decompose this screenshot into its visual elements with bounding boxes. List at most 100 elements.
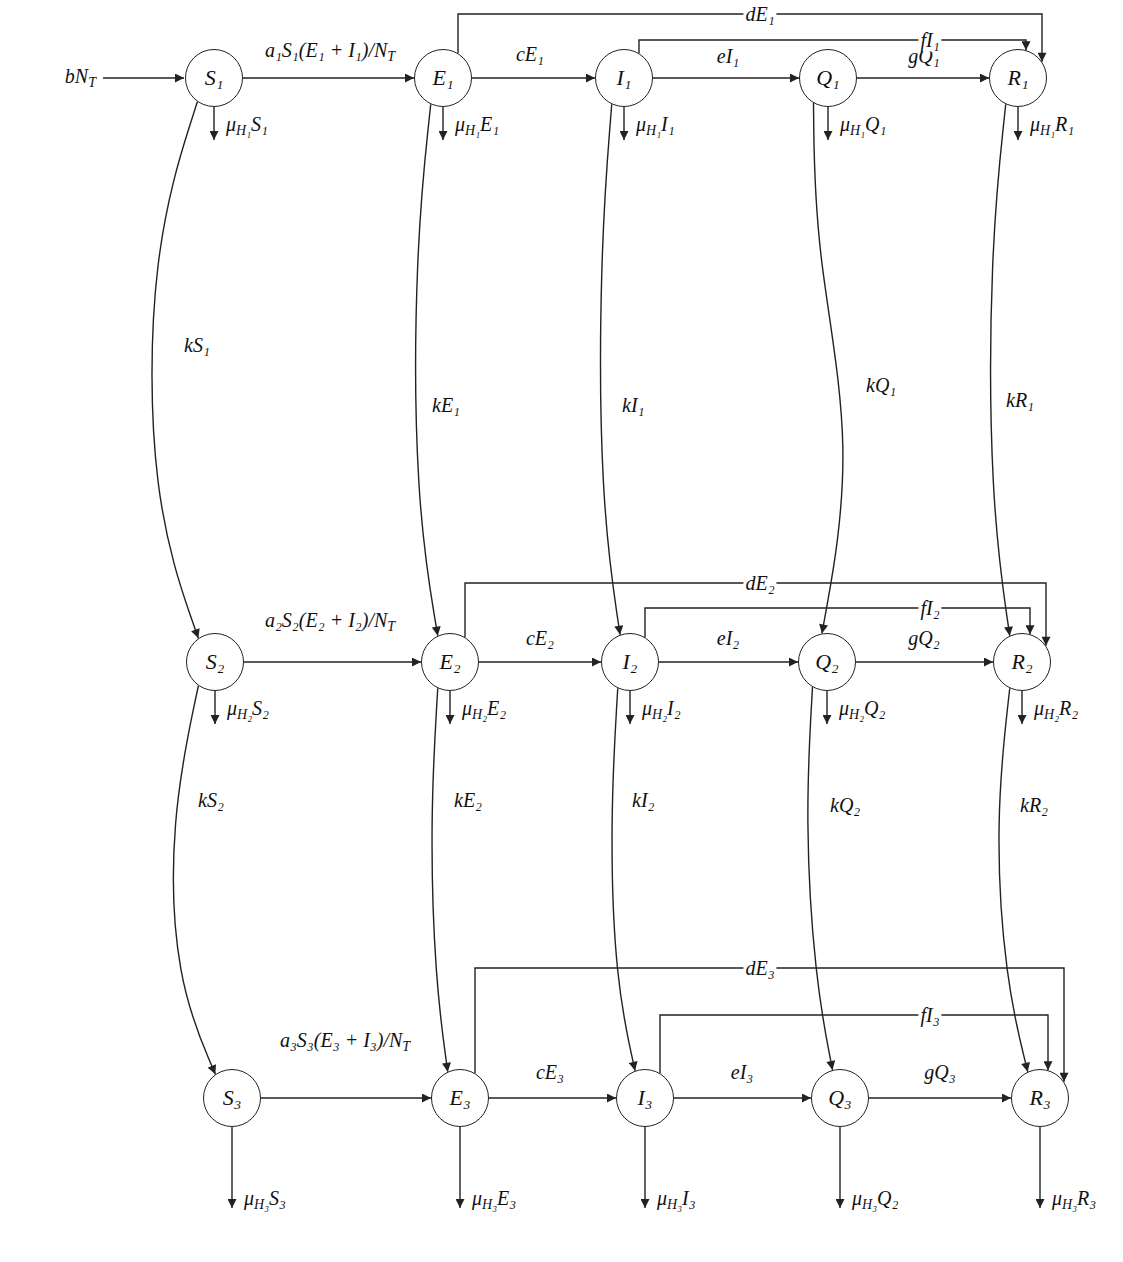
flow-arrow [489, 1097, 616, 1098]
flow-arrow [814, 103, 843, 633]
rate-label: μH₂E₂ [460, 697, 508, 723]
rate-label: kE₂ [452, 789, 484, 812]
death-arrow [1021, 691, 1022, 724]
flow-arrow [645, 608, 1030, 637]
rate-label: kS₁ [182, 334, 212, 357]
flow-arrow [991, 104, 1010, 635]
rate-label: μH₂Q₂ [837, 697, 887, 723]
rate-label: cE₂ [524, 627, 556, 650]
rate-label: kR₁ [1004, 389, 1036, 412]
flow-arrow [152, 102, 198, 638]
flow-arrow [479, 661, 601, 662]
death-arrow [231, 1127, 232, 1208]
rate-label: kS₂ [196, 789, 226, 812]
flow-arrow [416, 104, 438, 635]
rate-label: fI₂ [918, 597, 941, 620]
compartment-name: R₃ [1029, 1087, 1050, 1109]
rate-label: a₃S₃(E₃ + I₃)/NT [278, 1029, 412, 1055]
compartment-circle: Q₃ [811, 1069, 869, 1127]
compartment-circle: S₃ [203, 1069, 261, 1127]
rate-label: fI₁ [918, 29, 941, 52]
death-arrow [623, 107, 624, 140]
compartment-name: S₁ [205, 67, 224, 89]
death-arrow [442, 107, 443, 140]
rate-label: μH₃S₃ [242, 1187, 288, 1213]
compartment-circle: I₂ [601, 633, 659, 691]
rate-label: kQ₁ [864, 374, 898, 397]
rate-label: kI₁ [620, 394, 647, 417]
rate-label: gQ₃ [922, 1061, 957, 1084]
rate-label: cE₃ [534, 1061, 566, 1084]
rate-label: dE₃ [743, 957, 776, 980]
death-arrow [449, 691, 450, 724]
rate-label: μH₁Q₁ [838, 113, 888, 139]
rate-label: μH₃I₃ [655, 1187, 698, 1213]
compartment-circle: S₂ [186, 633, 244, 691]
rate-label: μH₃Q₂ [850, 1187, 900, 1213]
flow-arrow [674, 1097, 811, 1098]
rate-label: eI₃ [729, 1061, 756, 1084]
rate-label: μH₂R₂ [1032, 697, 1080, 723]
rate-label: μH₂S₂ [225, 697, 271, 723]
death-arrow [1017, 107, 1018, 140]
inflow-arrow [103, 77, 184, 78]
rate-label: μH₃E₃ [470, 1187, 518, 1213]
compartment-name: I₁ [617, 67, 632, 89]
flow-arrow [659, 661, 798, 662]
flow-arrow [243, 77, 414, 78]
compartment-circle: S₁ [185, 49, 243, 107]
rate-label: fI₃ [918, 1004, 941, 1027]
rate-label: gQ₂ [906, 627, 941, 650]
flow-arrow [174, 686, 216, 1074]
compartment-circle: E₂ [421, 633, 479, 691]
compartment-name: S₂ [206, 651, 225, 673]
flow-arrow [999, 688, 1028, 1071]
rate-label: bNT [63, 65, 98, 91]
rate-label: kR₂ [1018, 794, 1050, 817]
rate-label: eI₂ [715, 627, 742, 650]
rate-label: μH₁R₁ [1028, 113, 1076, 139]
flow-arrow [660, 1015, 1048, 1073]
compartment-name: Q₂ [815, 651, 839, 673]
rate-label: dE₁ [743, 3, 776, 26]
compartment-circle: I₁ [595, 49, 653, 107]
death-arrow [839, 1127, 840, 1208]
flow-arrow [432, 688, 448, 1071]
death-arrow [214, 691, 215, 724]
death-arrow [826, 691, 827, 724]
rate-label: μH₂I₂ [640, 697, 683, 723]
rate-label: a₂S₂(E₂ + I₂)/NT [263, 609, 397, 635]
rate-label: dE₂ [743, 572, 776, 595]
compartment-name: R₂ [1011, 651, 1032, 673]
rate-label: kQ₂ [828, 794, 862, 817]
death-arrow [213, 107, 214, 140]
compartment-name: R₁ [1007, 67, 1028, 89]
compartment-name: E₂ [439, 651, 460, 673]
compartment-circle: I₃ [616, 1069, 674, 1127]
death-arrow [644, 1127, 645, 1208]
flow-arrow [653, 77, 799, 78]
flow-arrow [856, 661, 993, 662]
flow-arrow [601, 104, 620, 634]
compartment-name: E₁ [432, 67, 453, 89]
compartment-name: Q₃ [828, 1087, 852, 1109]
death-arrow [459, 1127, 460, 1208]
rate-label: eI₁ [715, 45, 742, 68]
flow-arrow [869, 1097, 1011, 1098]
death-arrow [629, 691, 630, 724]
death-arrow [827, 107, 828, 140]
death-arrow [1039, 1127, 1040, 1208]
compartment-name: Q₁ [816, 67, 840, 89]
compartment-name: I₃ [638, 1087, 653, 1109]
compartment-name: S₃ [223, 1087, 242, 1109]
compartment-name: E₃ [449, 1087, 470, 1109]
rate-label: cE₁ [514, 43, 546, 66]
compartment-circle: E₁ [414, 49, 472, 107]
rate-label: kE₁ [430, 394, 462, 417]
flow-arrow [612, 688, 635, 1070]
flow-arrow [261, 1097, 431, 1098]
flow-arrow [244, 661, 421, 662]
flow-arrow [472, 77, 595, 78]
rate-label: μH₃R₃ [1050, 1187, 1098, 1213]
compartment-circle: Q₂ [798, 633, 856, 691]
